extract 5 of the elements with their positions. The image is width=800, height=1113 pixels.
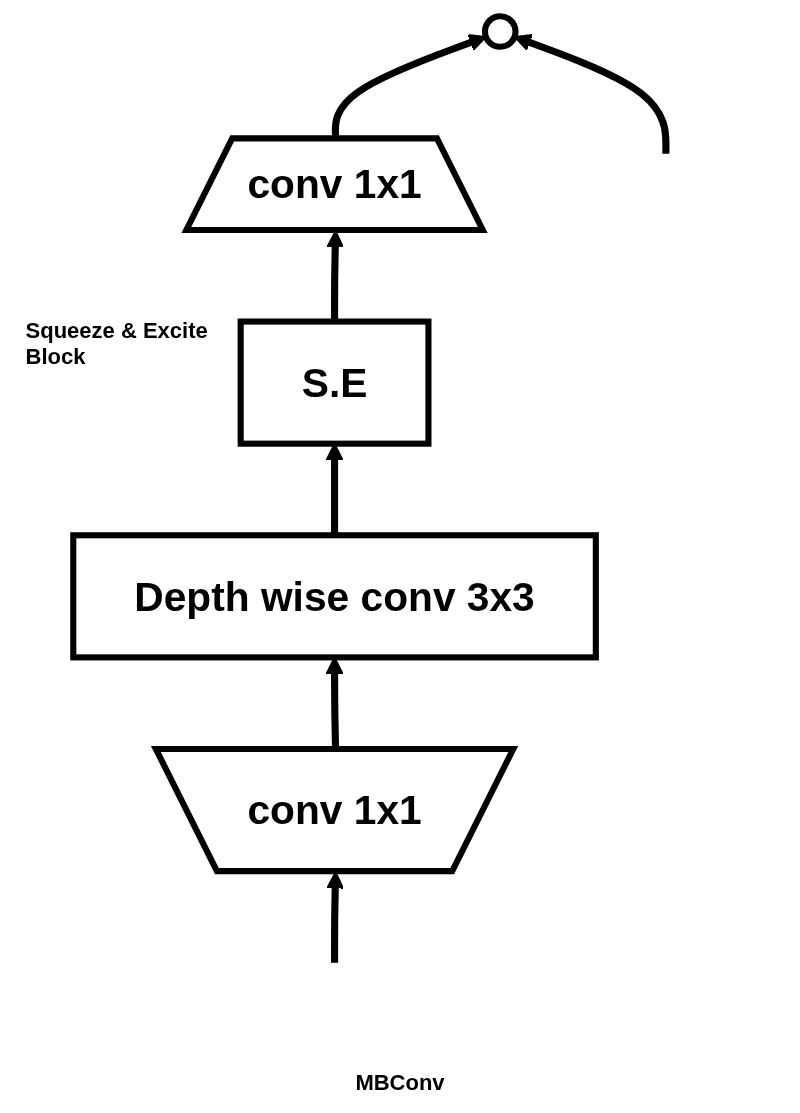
caption: MBConv [354, 1070, 446, 1096]
node-circle [481, 13, 519, 50]
node-box [237, 318, 432, 447]
block-caption: Squeeze & Excite Block [25, 317, 209, 370]
node-box [70, 532, 599, 661]
